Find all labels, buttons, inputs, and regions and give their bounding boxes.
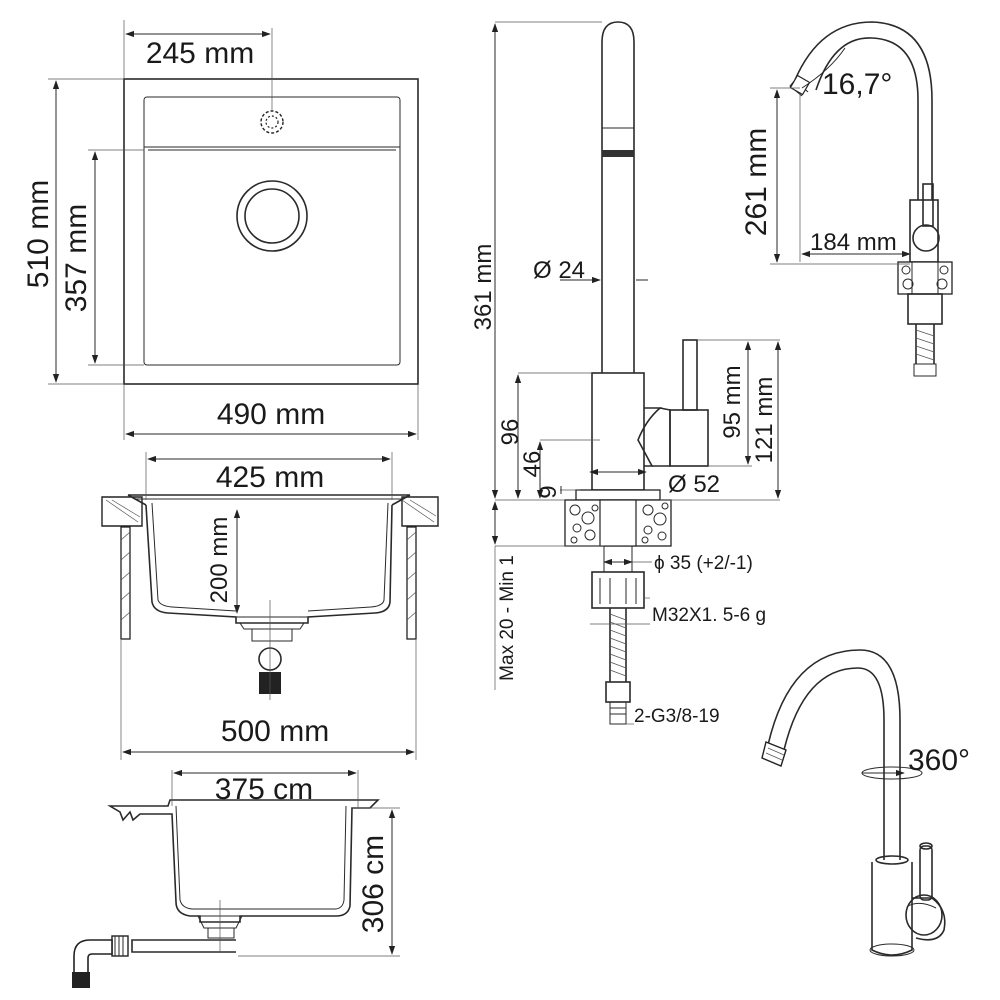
pipe-nut xyxy=(111,935,129,957)
dim-490-label: 490 mm xyxy=(217,398,325,431)
faucet-side-view: 16,7° 261 mm 184 mm xyxy=(740,21,953,377)
dim-angle-label: 16,7° xyxy=(822,68,892,101)
sink-outer-outline xyxy=(123,78,419,385)
perspective-lever-handle xyxy=(919,845,933,901)
perspective-lever-housing xyxy=(912,897,946,941)
dim-425-label: 425 mm xyxy=(216,461,324,494)
dim-361-label: 361 mm xyxy=(470,244,497,331)
dim-thread: M32X1. 5-6 g xyxy=(652,605,766,626)
perspective-lever-knob xyxy=(905,894,943,936)
dim-121-label: 121 mm xyxy=(751,377,778,464)
sink-front-section: 425 mm 200 mm 500 mm xyxy=(101,452,439,760)
supply-hose xyxy=(609,608,627,682)
perspective-body xyxy=(871,862,913,956)
mounting-nut xyxy=(591,571,645,609)
stone-texture xyxy=(569,502,669,544)
side-mounting-nut xyxy=(907,293,943,325)
countertop-right xyxy=(401,496,439,527)
drain-flange xyxy=(234,616,310,630)
side-hose xyxy=(915,324,935,364)
dim-96-label: 96 xyxy=(497,419,524,446)
dim-countertop-thickness: Max 20 - Min 1 xyxy=(497,555,518,681)
dim-500-label: 500 mm xyxy=(221,715,329,748)
cabinet-wall-left xyxy=(120,526,131,640)
dim-357-label: 357 mm xyxy=(60,204,93,312)
dim-hose-connection: 2-G3/8-19 xyxy=(634,706,720,727)
drain-inner-circle xyxy=(244,188,300,244)
dim-9-label: 9 xyxy=(535,485,562,498)
dim-510-label: 510 mm xyxy=(22,180,55,288)
lever-handle xyxy=(682,339,698,411)
sink-rim-outline xyxy=(143,96,401,366)
sink-side-section: 375 cm 306 cm xyxy=(72,769,400,988)
overflow-pipe xyxy=(131,939,236,953)
dim-245-label: 245 mm xyxy=(146,37,254,70)
side-spout-arc xyxy=(794,21,933,200)
dim-184-label: 184 mm xyxy=(810,229,897,256)
dim-306-label: 306 cm xyxy=(357,835,390,933)
cabinet-wall-right xyxy=(406,526,417,640)
dim-261-label: 261 mm xyxy=(740,128,773,236)
side-drain-flange xyxy=(197,915,243,929)
side-countertop xyxy=(897,261,953,295)
faucet-perspective-view: 360° xyxy=(761,649,970,957)
faucet-spout-tube xyxy=(601,21,635,373)
dim-body-diameter: Ø 52 xyxy=(668,471,720,498)
drain-body xyxy=(251,628,293,642)
dim-spout-diameter: Ø 24 xyxy=(533,257,585,284)
hose-fitting xyxy=(605,681,631,703)
dim-hole-diameter: ϕ 35 (+2/-1) xyxy=(654,553,753,574)
sink-bowl-section xyxy=(127,494,411,624)
dim-375-label: 375 cm xyxy=(215,773,313,806)
dim-rotation-label: 360° xyxy=(908,744,970,777)
dim-46-label: 46 xyxy=(519,451,546,478)
drain-outer-circle xyxy=(236,180,308,252)
trap-outlet xyxy=(72,972,90,988)
dim-200-label: 200 mm xyxy=(206,517,233,604)
side-lever-knob xyxy=(912,224,940,252)
lever-hub xyxy=(637,407,663,467)
tap-hole-inner xyxy=(265,115,279,129)
sink-top-view: 245 mm 510 mm 357 mm 490 mm xyxy=(22,20,419,440)
sink-bowl-edge xyxy=(144,146,400,151)
sink-side-outline xyxy=(107,799,380,923)
faucet-front-view: 361 mm Ø 24 96 46 9 95 mm 121 mm Ø 52 ϕ … xyxy=(470,21,782,727)
faucet-base xyxy=(575,489,661,501)
aerator-icon xyxy=(602,150,634,157)
side-lever-handle xyxy=(922,183,934,227)
tap-hole-icon xyxy=(260,110,284,134)
side-drain-body xyxy=(207,927,235,939)
dim-95-label: 95 mm xyxy=(719,365,746,438)
perspective-spout-arc xyxy=(767,649,901,860)
lever-housing xyxy=(669,409,709,467)
